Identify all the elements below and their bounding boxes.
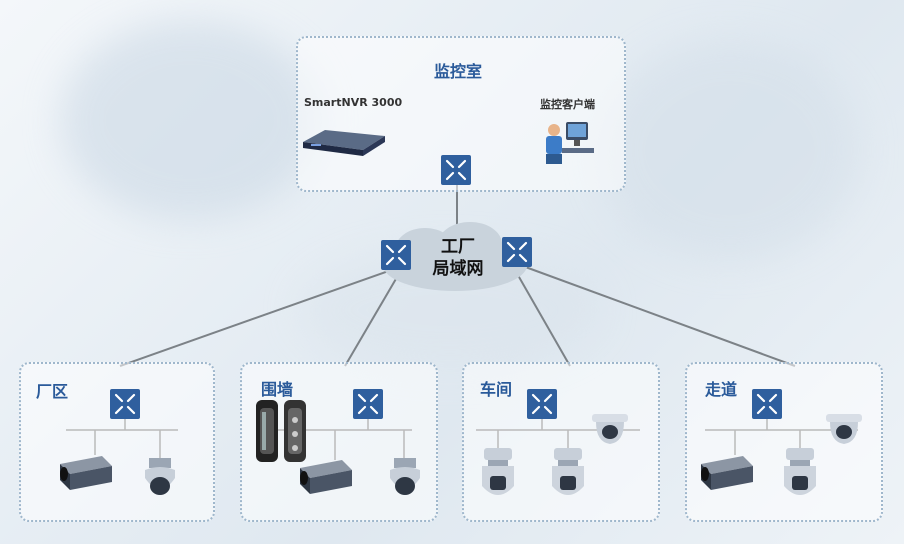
area-plant-region xyxy=(19,362,215,522)
lan-switch-right-icon xyxy=(502,237,532,267)
client-label: 监控客户端 xyxy=(540,98,595,111)
corridor-ptz-camera-icon xyxy=(784,448,816,495)
plant-switch-icon xyxy=(110,389,140,419)
workshop-ceiling-dome-icon xyxy=(592,414,628,444)
area-wall-label: 围墙 xyxy=(261,380,294,399)
workshop-ptz-camera-2-icon xyxy=(552,448,584,495)
area-corridor-label: 走道 xyxy=(705,380,738,399)
monitor-room-title: 监控室 xyxy=(434,62,483,81)
nvr-device-icon xyxy=(303,130,385,156)
core-switch-icon xyxy=(441,155,471,185)
area-workshop-label: 车间 xyxy=(480,380,513,399)
area-workshop-region xyxy=(462,362,660,522)
wall-dome-camera-icon xyxy=(390,458,420,495)
wall-beam-detector-right-icon xyxy=(284,400,306,462)
area-corridor-region xyxy=(685,362,883,522)
lan-switch-left-icon xyxy=(381,240,411,270)
workshop-switch-icon xyxy=(527,389,557,419)
monitoring-client-icon xyxy=(546,122,594,164)
nvr-label: SmartNVR 3000 xyxy=(304,96,403,109)
plant-dome-camera-icon xyxy=(145,458,175,495)
corridor-ceiling-dome-icon xyxy=(826,414,862,444)
area-plant-label: 厂区 xyxy=(36,382,69,401)
plant-box-camera-icon xyxy=(60,456,112,490)
wall-box-camera-icon xyxy=(300,460,352,494)
corridor-box-camera-icon xyxy=(701,456,753,490)
wall-switch-icon xyxy=(353,389,383,419)
factory-lan-line2: 局域网 xyxy=(432,259,484,279)
wall-beam-detector-left-icon xyxy=(256,400,278,462)
corridor-switch-icon xyxy=(752,389,782,419)
factory-lan-line1: 工厂 xyxy=(441,237,475,257)
factory-lan-label: 工厂 局域网 xyxy=(428,236,488,280)
workshop-ptz-camera-1-icon xyxy=(482,448,514,495)
